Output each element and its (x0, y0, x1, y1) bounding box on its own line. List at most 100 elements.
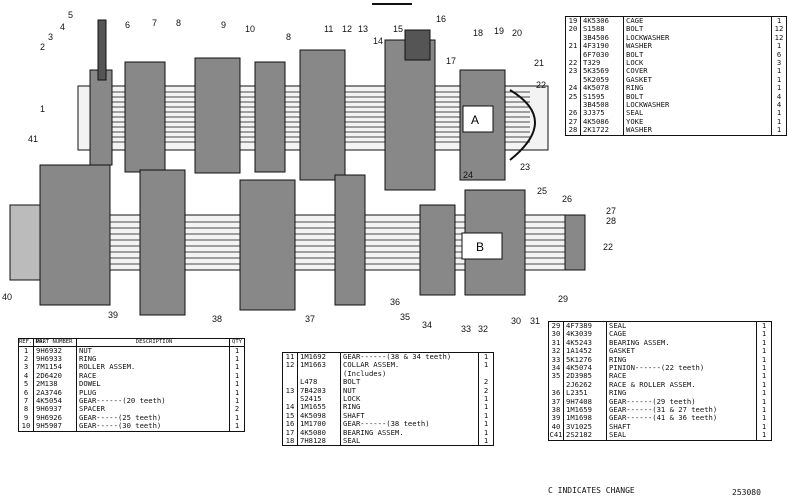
callout-22a: 22 (536, 80, 546, 90)
callout-28: 28 (606, 216, 616, 226)
row-ref: 11 (283, 352, 298, 362)
row-part-number: 4K5086 (581, 117, 624, 127)
callout-5: 5 (68, 10, 73, 20)
row-part-number: L2351 (564, 388, 607, 398)
row-ref: 24 (566, 83, 581, 93)
row-part-number: 1M1700 (298, 419, 341, 429)
row-ref: 22 (566, 58, 581, 68)
row-ref: 40 (549, 422, 564, 432)
row-ref: 31 (549, 338, 564, 348)
row-part-number: 4F3190 (581, 41, 624, 51)
row-qty: 1 (756, 414, 771, 423)
row-qty: 1 (756, 422, 771, 432)
row-part-number: 7H8128 (298, 436, 341, 446)
row-qty: 1 (771, 41, 786, 51)
header-desc: DESCRIPTION (135, 339, 173, 345)
row-description: LOCKWASHER (626, 33, 670, 42)
callout-4: 4 (60, 22, 65, 32)
row-description: GEAR-----(30 teeth) (79, 422, 162, 431)
row-qty: 2 (229, 404, 244, 414)
row-ref: 29 (549, 321, 564, 331)
section-label-b: B (476, 240, 484, 254)
row-description: BEARING ASSEM. (343, 428, 404, 437)
row-part-number: 2A3746 (34, 388, 77, 397)
row-description: CAGE (626, 17, 644, 25)
row-qty: 1 (771, 16, 786, 26)
row-qty: 1 (229, 413, 244, 423)
row-description: RACE & ROLLER ASSEM. (609, 380, 696, 389)
row-qty: 1 (229, 371, 244, 381)
row-part-number: 1M1698 (564, 414, 607, 423)
row-part-number: 4K5074 (564, 363, 607, 373)
row-part-number: 4K3039 (564, 329, 607, 339)
row-qty: 1 (756, 430, 771, 440)
row-ref: 30 (549, 329, 564, 339)
row-part-number: 9H6926 (34, 413, 77, 423)
callout-33: 33 (461, 324, 471, 334)
row-qty: 1 (756, 388, 771, 398)
row-part-number: 9H6933 (34, 354, 77, 364)
row-part-number: 4K5080 (298, 428, 341, 438)
row-qty: 1 (771, 109, 786, 118)
callout-14: 14 (373, 36, 383, 46)
row-qty: 1 (229, 421, 244, 431)
table-row: (Includes) (283, 369, 493, 379)
row-description: NUT (343, 386, 356, 395)
callout-30: 30 (511, 316, 521, 326)
row-description: CAGE (609, 330, 627, 339)
row-qty: 1 (756, 405, 771, 415)
row-ref: 38 (549, 405, 564, 415)
row-qty: 1 (478, 436, 493, 446)
row-qty: 1 (229, 396, 244, 406)
callout-11: 11 (324, 24, 333, 34)
row-description: GEAR------(38 teeth) (343, 420, 430, 429)
row-description: SEAL (609, 322, 627, 330)
row-part-number: 7B4203 (298, 386, 341, 396)
callout-6: 6 (125, 20, 130, 30)
row-ref: 4 (19, 371, 34, 381)
row-ref (566, 33, 581, 43)
row-ref: 34 (549, 363, 564, 373)
callout-numbers: 1 2 3 4 5 6 7 8 8 9 10 11 12 13 14 15 16… (2, 10, 616, 334)
row-qty: 1 (756, 321, 771, 331)
callout-25: 25 (537, 186, 547, 196)
row-qty: 2 (478, 386, 493, 396)
row-ref: 13 (283, 386, 298, 396)
row-part-number: 1M1692 (298, 352, 341, 362)
callout-20: 20 (512, 28, 522, 38)
row-ref: 6 (19, 388, 34, 397)
row-description: GEAR------(38 & 34 teeth) (343, 353, 452, 361)
callout-8b: 8 (286, 32, 291, 42)
row-qty: 3 (771, 58, 786, 68)
row-description: BOLT (626, 92, 644, 101)
section-b: B (461, 232, 503, 260)
row-part-number: 3B4506 (581, 33, 624, 43)
callout-3: 3 (48, 32, 53, 42)
upper-gears (89, 19, 506, 191)
row-qty: 1 (756, 355, 771, 365)
row-part-number: 5K3569 (581, 67, 624, 76)
row-description: GEAR------(41 & 36 teeth) (609, 414, 718, 423)
row-description: RING (609, 389, 627, 398)
row-part-number: 4F7389 (564, 321, 607, 331)
row-description: NUT (79, 346, 92, 355)
row-part-number: S1588 (581, 24, 624, 34)
row-ref: 8 (19, 404, 34, 414)
